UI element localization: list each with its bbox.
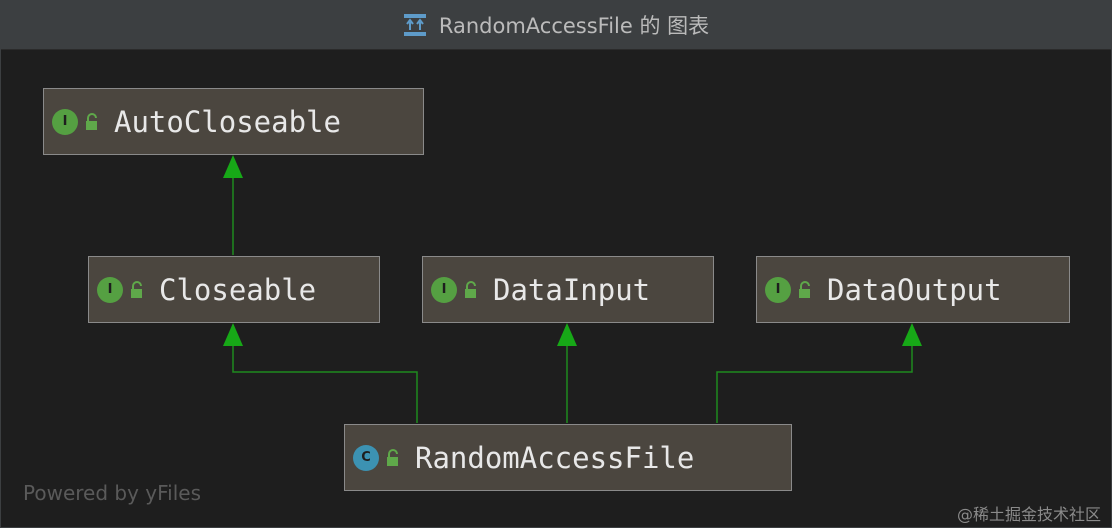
hierarchy-diagram-icon: [403, 14, 426, 36]
node-label: DataInput: [493, 272, 651, 307]
edge-raf-dataoutput: [716, 346, 913, 423]
diagram-canvas[interactable]: I AutoCloseable I Closeable I DataInput: [1, 50, 1111, 527]
node-datainput[interactable]: I DataInput: [422, 256, 714, 323]
open-lock-icon: [465, 280, 476, 298]
arrowhead-datainput: [557, 323, 577, 346]
node-label: RandomAccessFile: [415, 440, 695, 475]
node-closeable[interactable]: I Closeable: [88, 256, 380, 323]
powered-by-label: Powered by yFiles: [23, 481, 201, 505]
interface-icon: I: [765, 276, 791, 303]
node-autocloseable[interactable]: I AutoCloseable: [43, 88, 424, 155]
node-label: AutoCloseable: [114, 104, 341, 139]
class-icon: C: [353, 444, 379, 471]
arrowhead-dataoutput: [902, 323, 922, 346]
node-label: DataOutput: [827, 272, 1002, 307]
node-label: Closeable: [159, 272, 317, 307]
arrowhead-autocloseable: [223, 155, 243, 178]
watermark: @稀土掘金技术社区: [956, 505, 1101, 524]
inheritance-edges: [223, 155, 922, 423]
arrowhead-closeable: [223, 323, 243, 346]
interface-icon: I: [52, 108, 78, 135]
open-lock-icon: [387, 448, 398, 466]
open-lock-icon: [86, 112, 97, 130]
node-dataoutput[interactable]: I DataOutput: [756, 256, 1070, 323]
window-title: RandomAccessFile 的 图表: [438, 14, 710, 38]
window-titlebar: RandomAccessFile 的 图表: [1, 1, 1111, 50]
interface-icon: I: [431, 276, 457, 303]
edge-raf-closeable: [232, 346, 418, 423]
node-randomaccessfile[interactable]: C RandomAccessFile: [344, 424, 792, 491]
open-lock-icon: [799, 280, 810, 298]
interface-icon: I: [97, 276, 123, 303]
open-lock-icon: [131, 280, 142, 298]
